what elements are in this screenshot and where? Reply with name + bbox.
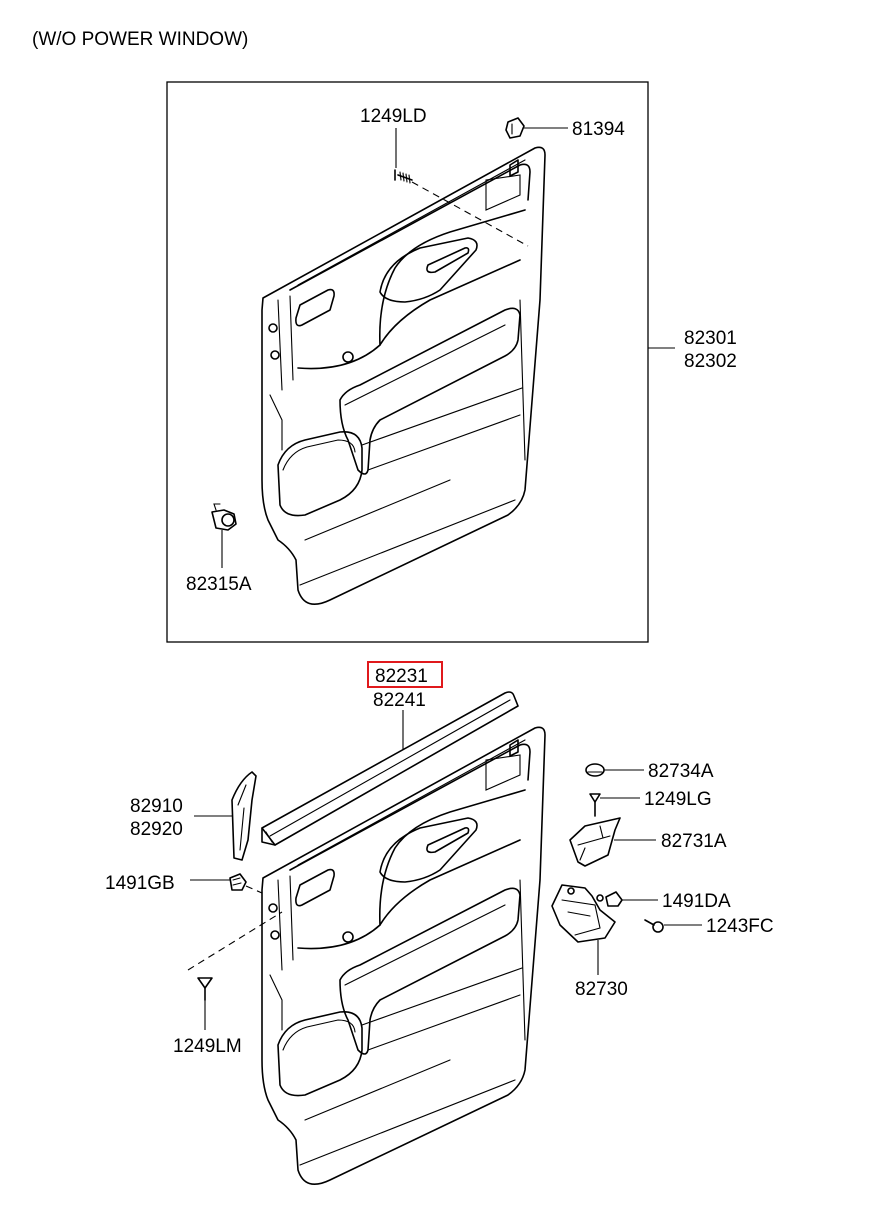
screw-1249lg-icon bbox=[589, 793, 601, 817]
screw-1249lm-icon bbox=[197, 977, 213, 1001]
clip-1491gb-icon bbox=[229, 873, 247, 891]
garnish-82910[interactable] bbox=[231, 771, 257, 861]
diagram-title: (W/O POWER WINDOW) bbox=[32, 29, 248, 50]
label-garnish-2: 82920 bbox=[130, 819, 183, 840]
weatherstrip-82231[interactable] bbox=[261, 691, 519, 846]
label-screw-top: 1249LD bbox=[360, 106, 427, 127]
bracket-82730[interactable] bbox=[551, 884, 616, 943]
clip-81394-icon bbox=[505, 117, 525, 139]
label-bracket: 82730 bbox=[575, 979, 628, 1000]
label-fastener: 82315A bbox=[186, 574, 252, 595]
upper-panel-frame bbox=[166, 81, 649, 643]
door-trim-panel-lower[interactable] bbox=[261, 726, 546, 1186]
cap-82734a-icon bbox=[585, 763, 605, 777]
screw-1249ld-icon bbox=[394, 169, 413, 184]
label-clip-top: 81394 bbox=[572, 119, 625, 140]
label-clip-right: 1491DA bbox=[662, 891, 731, 912]
label-panel-2: 82302 bbox=[684, 351, 737, 372]
label-pocket: 82731A bbox=[661, 831, 727, 852]
label-panel-1: 82301 bbox=[684, 328, 737, 349]
label-screw-pocket: 1249LG bbox=[644, 789, 712, 810]
highlight-box bbox=[367, 661, 443, 688]
bolt-1243fc-icon bbox=[644, 919, 664, 933]
clip-1491da-icon bbox=[605, 891, 623, 907]
label-weatherstrip-1: 82231 bbox=[375, 666, 428, 687]
pocket-82731a[interactable] bbox=[569, 817, 621, 867]
label-cap: 82734A bbox=[648, 761, 714, 782]
door-trim-panel-upper[interactable] bbox=[261, 146, 546, 606]
label-screw-left: 1249LM bbox=[173, 1036, 242, 1057]
fastener-82315a-icon bbox=[211, 503, 237, 531]
label-bolt: 1243FC bbox=[706, 916, 774, 937]
label-clip-left: 1491GB bbox=[105, 873, 175, 894]
label-garnish-1: 82910 bbox=[130, 796, 183, 817]
label-weatherstrip-2: 82241 bbox=[373, 690, 426, 711]
